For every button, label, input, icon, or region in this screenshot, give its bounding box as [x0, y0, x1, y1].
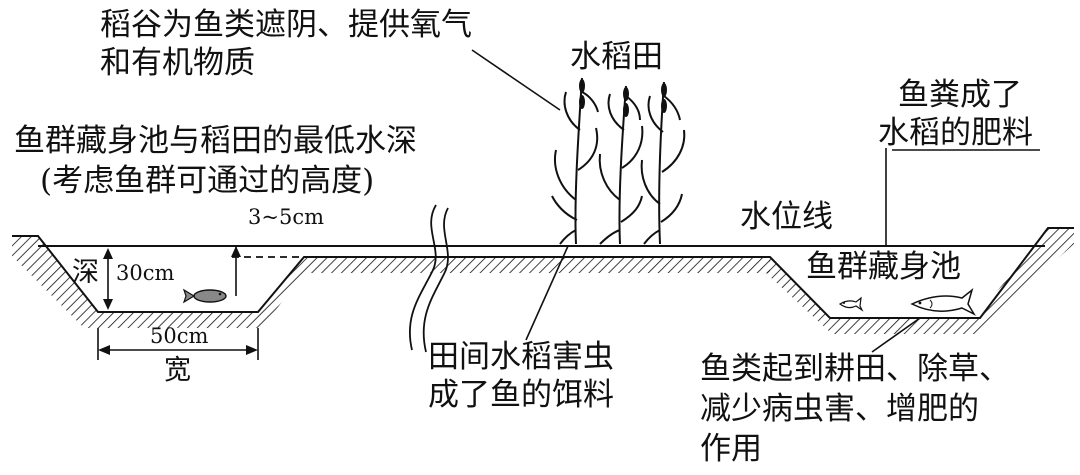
water-line-label: 水位线: [740, 199, 833, 235]
fish-channel-icon: [408, 204, 449, 353]
fish-dung-label-line1: 鱼粪成了: [898, 77, 1022, 113]
leader-lines: [471, 49, 1040, 353]
soil-hatching: [12, 228, 1074, 334]
fish-roles-label-line1: 鱼类起到耕田、除草、: [700, 351, 1010, 387]
fish-icon: [838, 296, 864, 312]
pests-label-line1: 田间水稻害虫: [428, 339, 614, 375]
min-depth-label-line2: (考虑鱼群可通过的高度): [40, 163, 375, 199]
fish-roles-label-line2: 减少病虫害、增肥的: [700, 391, 979, 427]
fish-dung-label-line2: 水稻的肥料: [878, 115, 1033, 151]
depth-word-label: 深: [72, 257, 99, 288]
pests-label-line2: 成了鱼的饵料: [428, 377, 614, 413]
rice-field-label: 水稻田: [570, 39, 663, 75]
width-value-label: 50cm: [150, 324, 209, 348]
depth-value-label: 30cm: [116, 261, 175, 285]
rice-function-label-line2: 和有机物质: [100, 45, 255, 81]
fish-icon: [182, 288, 227, 304]
min-depth-label-line1: 鱼群藏身池与稻田的最低水深: [14, 123, 417, 159]
shelter-pool-label: 鱼群藏身池: [806, 249, 961, 285]
rice-plants-icon: [551, 77, 686, 245]
width-word-label: 宽: [164, 355, 191, 386]
rice-grain-icon: [579, 79, 667, 117]
depth-range-label: 3~5cm: [248, 205, 324, 229]
ground-profile: [12, 227, 1074, 319]
width-arrow: [97, 328, 259, 360]
rice-function-label-line1: 稻谷为鱼类遮阴、提供氧气: [100, 7, 472, 43]
depth-arrow: [103, 248, 113, 310]
fish-roles-label-line3: 作用: [700, 431, 762, 467]
fish-icon: [910, 287, 976, 316]
